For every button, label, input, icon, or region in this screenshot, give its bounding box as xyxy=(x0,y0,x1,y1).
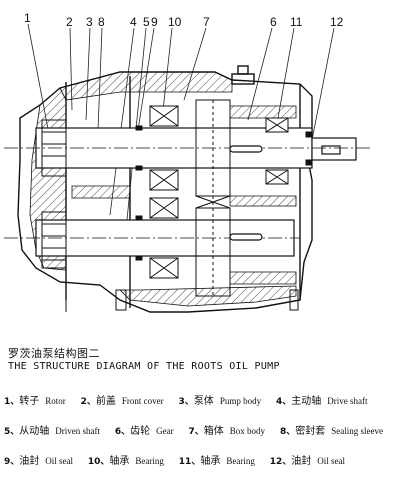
diagram-title-chinese: 罗茨油泵结构图二 xyxy=(8,347,100,360)
callout-8: 8 xyxy=(98,15,105,29)
bearings xyxy=(149,105,289,279)
pump-cross-section-drawing: 1 2 3 8 4 5 9 10 7 6 11 12 xyxy=(4,11,372,313)
gears xyxy=(195,99,231,297)
callout-3: 3 xyxy=(86,15,93,29)
callout-10: 10 xyxy=(168,15,182,29)
callout-5: 5 xyxy=(143,15,150,29)
callout-9: 9 xyxy=(151,15,158,29)
callout-numbers: 1 2 3 8 4 5 9 10 7 6 11 12 xyxy=(24,11,344,29)
diagram-title-english: THE STRUCTURE DIAGRAM OF THE ROOTS OIL P… xyxy=(8,361,280,372)
bolts xyxy=(65,289,299,312)
callout-6: 6 xyxy=(270,15,277,29)
callout-7: 7 xyxy=(203,15,210,29)
rotors xyxy=(41,119,67,269)
oil-seals xyxy=(135,125,313,261)
callout-4: 4 xyxy=(130,15,137,29)
callout-1: 1 xyxy=(24,11,31,25)
callout-12: 12 xyxy=(330,15,344,29)
drive-shaft xyxy=(4,127,372,169)
callout-11: 11 xyxy=(290,15,303,29)
callout-2: 2 xyxy=(66,15,73,29)
driven-shaft xyxy=(4,219,300,257)
